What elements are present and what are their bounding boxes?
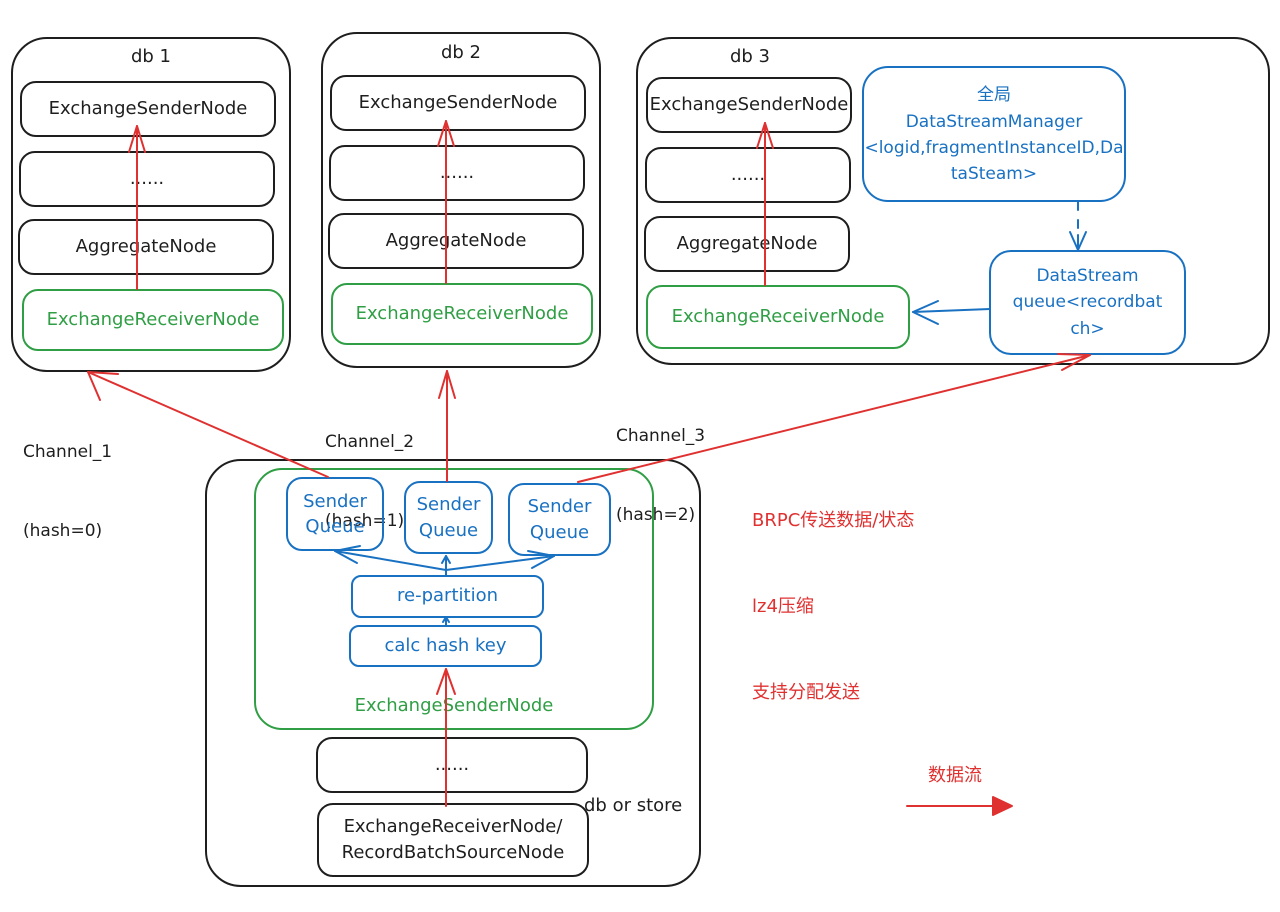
db3-title: db 3 [729,46,771,67]
db2-container [321,32,601,368]
db1-ellipsis-node: ...... [19,151,275,207]
sender-queue-3: Sender Queue [508,483,611,556]
datastream-manager-box: 全局 DataStreamManager <logid,fragmentInst… [862,66,1126,202]
db2-exchange-sender-node: ExchangeSenderNode [330,75,586,131]
sender-queue-1-line2: Queue [305,516,365,537]
brpc-notes: BRPC传送数据/状态 lz4压缩 支持分配发送 [752,449,914,737]
record-batch-source-line1: ExchangeReceiverNode/ [343,815,563,837]
db1-exchange-receiver-node: ExchangeReceiverNode [22,289,284,351]
channel-1-hash: (hash=0) [23,520,103,541]
db1-exchange-sender-node: ExchangeSenderNode [20,81,276,137]
sender-queue-1: Sender Queue [286,477,384,551]
datastream-manager-line3: <logid,fragmentInstanceID,Da [864,138,1124,158]
record-batch-source-node: ExchangeReceiverNode/ RecordBatchSourceN… [317,803,589,877]
sender-queue-3-line2: Queue [529,521,590,543]
db2-aggregate-node: AggregateNode [328,213,584,269]
exchange-sender-node-group [254,468,654,730]
channel-1-name: Channel_1 [23,441,113,462]
datastream-manager-line2: DataStreamManager [905,111,1083,132]
db1-aggregate-node: AggregateNode [18,219,274,275]
datastream-manager-line4: taSteam> [950,164,1038,185]
legend-label: 数据流 [928,765,982,786]
db3-exchange-sender-node: ExchangeSenderNode [646,77,852,133]
sender-queue-2-line2: Queue [418,519,479,541]
brpc-note-line2: lz4压缩 [752,595,814,617]
channel-3-name: Channel_3 [616,425,706,446]
sender-ellipsis-node: ...... [316,737,588,793]
db3-aggregate-node: AggregateNode [644,216,850,272]
exchange-sender-node-label: ExchangeSenderNode [354,695,554,716]
db2-ellipsis-node: ...... [329,145,585,201]
datastream-box: DataStream queue<recordbat ch> [989,250,1186,355]
brpc-note-line1: BRPC传送数据/状态 [752,509,915,531]
sender-queue-3-line1: Sender [527,496,592,518]
re-partition-box: re-partition [351,575,544,618]
sender-queue-1-line1: Sender [303,490,367,512]
sender-queue-2-line1: Sender [416,494,481,516]
db3-exchange-receiver-node: ExchangeReceiverNode [646,285,910,349]
sender-db-container [205,459,701,887]
brpc-note-line3: 支持分配发送 [752,682,860,704]
channel-2-hash: (hash=1) [325,510,405,531]
channel-2-label: Channel_2 (hash=1) [325,376,414,560]
db1-title: db 1 [130,46,172,67]
datastream-line1: DataStream [1036,265,1139,286]
channel-1-label: Channel_1 (hash=0) [23,386,112,570]
db2-exchange-receiver-node: ExchangeReceiverNode [331,283,593,345]
record-batch-source-line2: RecordBatchSourceNode [341,842,565,863]
channel-3-hash: (hash=2) [616,504,696,525]
datastream-manager-line1: 全局 [977,85,1011,106]
db2-title: db 2 [440,42,482,63]
db3-ellipsis-node: ...... [645,147,851,203]
legend-arrow-icon [906,796,1013,816]
datastream-line2: queue<recordbat [1012,292,1163,313]
sender-queue-2: Sender Queue [404,481,493,554]
calc-hash-key-box: calc hash key [349,625,542,667]
channel-2-name: Channel_2 [325,431,415,452]
db-or-store-label: db or store [584,795,683,816]
datastream-line3: ch> [1070,318,1105,339]
